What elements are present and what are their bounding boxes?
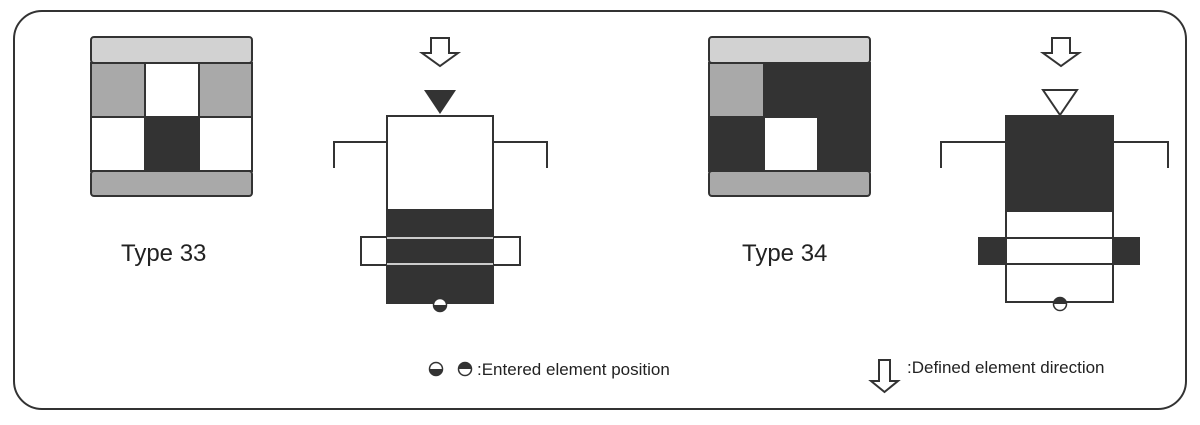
type33-row2-mid-cell [144, 116, 200, 172]
half-circle-bottom-filled-icon [432, 297, 448, 313]
type34-bottom-bar [708, 170, 871, 197]
type34-cross-bar-left-end [978, 237, 1006, 265]
type34-cross-bar-right-end [1113, 237, 1140, 265]
half-circle-top-filled-icon [1052, 296, 1068, 312]
type34-right-lead [1113, 141, 1169, 168]
type34-label: Type 34 [742, 240, 828, 267]
type34-row1-left-cell [708, 62, 765, 118]
type34-left-lead [940, 141, 1006, 168]
type34-row2-left-cell [708, 116, 765, 172]
type33-row1-right-cell [198, 62, 253, 118]
down-arrow-icon [418, 37, 462, 68]
type33-row2-right-cell [198, 116, 253, 172]
hollow-triangle-icon [1041, 89, 1079, 117]
diagram-frame [13, 10, 1187, 410]
type33-row1-mid-cell [144, 62, 200, 118]
type33-top-bar [90, 36, 253, 64]
type33-bottom-bar [90, 170, 253, 197]
type34-row1-right-cell [817, 62, 871, 118]
type34-row1-mid-cell [763, 62, 819, 118]
down-arrow-icon [868, 359, 901, 394]
type34-component-view [708, 36, 871, 197]
legend-entered-position-icons [428, 361, 473, 377]
type33-component-view [90, 36, 253, 197]
half-circle-bottom-filled-icon [428, 361, 444, 377]
type34-top-bar [708, 36, 871, 64]
type34-placement-view [940, 37, 1169, 312]
type33-cross-bar [360, 236, 521, 266]
type34-row2-mid-cell [763, 116, 819, 172]
type33-right-lead [493, 141, 548, 168]
legend-entered-position-text: :Entered element position [477, 360, 670, 379]
down-arrow-icon [1039, 37, 1083, 68]
legend-defined-direction-text: :Defined element direction [907, 358, 1105, 377]
type34-row2-right-cell [817, 116, 871, 172]
type33-label: Type 33 [121, 240, 207, 267]
type34-dark-band [1006, 116, 1113, 212]
type33-dark-band [387, 209, 493, 303]
half-circle-top-filled-icon [457, 361, 473, 377]
type33-left-lead [333, 141, 387, 168]
type33-row2-left-cell [90, 116, 146, 172]
type33-placement-view [333, 37, 548, 313]
filled-triangle-icon [424, 90, 456, 114]
type33-row1-left-cell [90, 62, 146, 118]
